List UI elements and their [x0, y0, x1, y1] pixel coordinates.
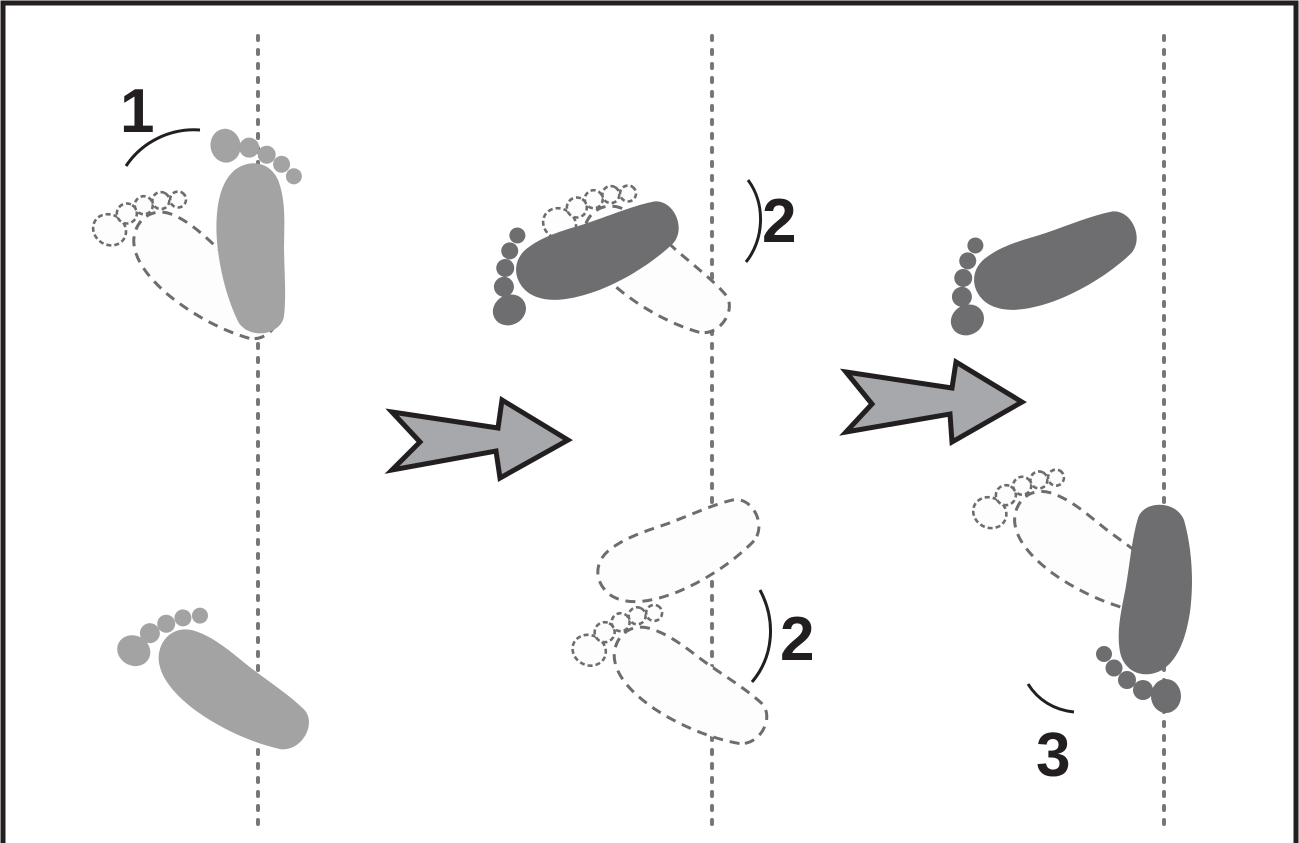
progress-arrow-1 — [384, 395, 573, 482]
foot-dark-upper-3 — [919, 188, 1149, 342]
foot-light-lower-1 — [111, 580, 325, 764]
step-label-3: 3 — [1036, 721, 1070, 790]
ghost-foot-lower-2b — [571, 603, 769, 746]
ghost-foot-lower-2a — [596, 498, 761, 604]
step-label-2-upper: 2 — [762, 187, 796, 256]
step-label-2-lower: 2 — [780, 605, 814, 674]
rotation-arc-2-lower — [750, 589, 772, 683]
rotation-arc-1 — [124, 128, 201, 167]
step-label-1: 1 — [120, 77, 154, 146]
progress-arrow-2 — [839, 357, 1027, 447]
rotation-arc-2-upper — [744, 179, 762, 263]
rotation-arc-3 — [1026, 683, 1075, 714]
